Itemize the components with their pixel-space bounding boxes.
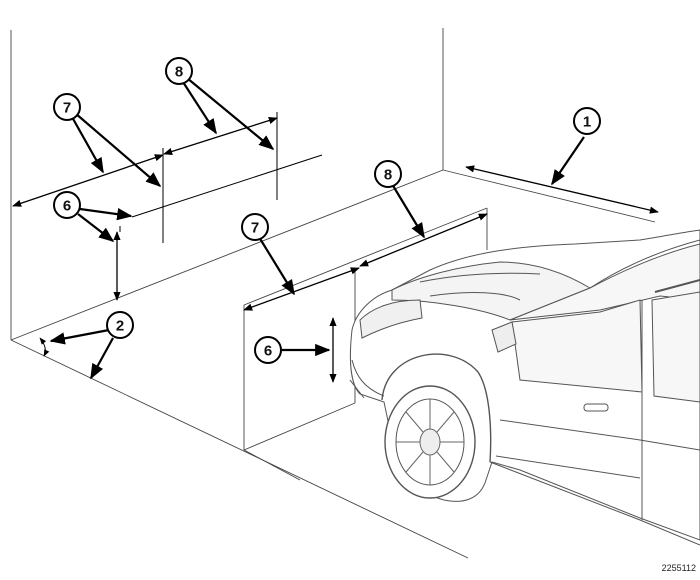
callout-7-upper: 7: [53, 93, 81, 121]
dimension-8-upper: [163, 117, 278, 155]
dimension-2-arc: [39, 337, 50, 357]
wheel-rim: [396, 399, 464, 485]
callout-8-upper-label: 8: [175, 64, 183, 81]
dimension-arrows: [12, 117, 659, 383]
callout-6-upper: 6: [53, 191, 81, 219]
callout-1-label: 1: [583, 114, 591, 131]
callout-7-lower-label: 7: [251, 220, 259, 237]
callout-7-lower: 7: [241, 213, 269, 241]
callout-7-upper-label: 7: [63, 100, 71, 117]
dimension-8-lower: [359, 213, 488, 267]
callout-leaders: [49, 77, 585, 380]
callout-2: 2: [106, 311, 134, 339]
figure-number: 2255112: [662, 563, 696, 573]
vehicle-illustration: [349, 229, 700, 546]
callout-8-upper: 8: [165, 57, 193, 85]
dimension-1: [465, 165, 659, 214]
callout-8-lower: 8: [374, 160, 402, 188]
callout-8-lower-label: 8: [384, 167, 392, 184]
callout-circles: 1 2 6 6 7 7 8 8: [53, 57, 601, 364]
callout-1: 1: [573, 107, 601, 135]
callout-2-label: 2: [116, 318, 124, 335]
callout-6-upper-label: 6: [63, 198, 71, 215]
callout-6-lower: 6: [254, 336, 282, 364]
dimension-7-upper: [12, 154, 164, 207]
dimension-7-lower: [243, 267, 360, 311]
callout-6-lower-label: 6: [264, 343, 272, 360]
